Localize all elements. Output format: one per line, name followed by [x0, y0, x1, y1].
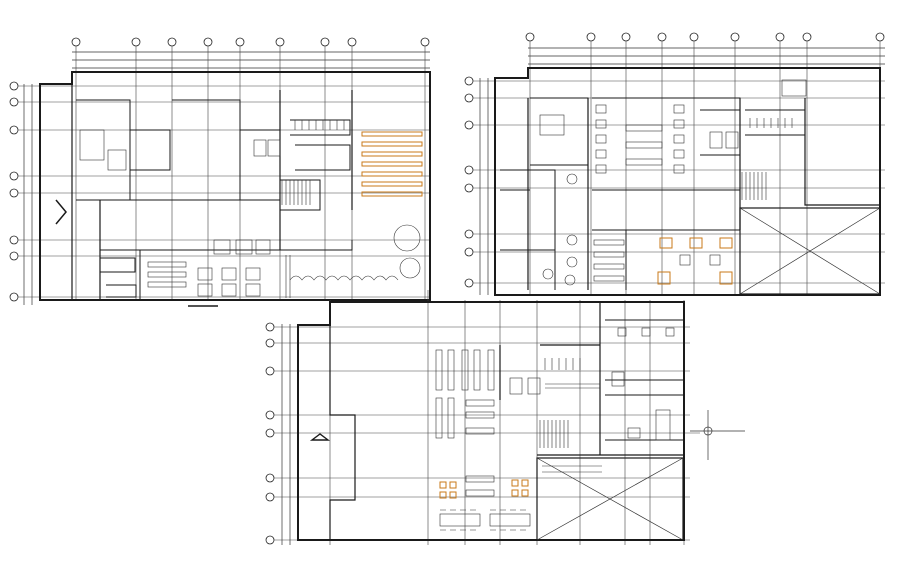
- reading-tables-bottom: [439, 465, 602, 531]
- grid-bubbles-left-right: [464, 76, 474, 288]
- table-clusters-top-left: [147, 239, 271, 297]
- orange-chairs-bottom: [439, 479, 529, 499]
- lounge-seating-top-right: [542, 173, 578, 286]
- desk-rows-top-left: [361, 131, 423, 197]
- study-tables-top-right: [657, 237, 733, 285]
- grid-bubbles-left-left: [9, 81, 19, 302]
- grid-bubbles-left-bottom: [265, 322, 275, 545]
- desk-grid-top-right: [593, 104, 685, 282]
- plan-bottom: [265, 290, 745, 545]
- bookshelves-bottom: [435, 349, 495, 497]
- plan-top-left: [9, 37, 431, 307]
- plan-top-right: [464, 32, 885, 296]
- grid-bubbles-top-left: [71, 37, 430, 47]
- grid-bubbles-top-right: [525, 32, 885, 42]
